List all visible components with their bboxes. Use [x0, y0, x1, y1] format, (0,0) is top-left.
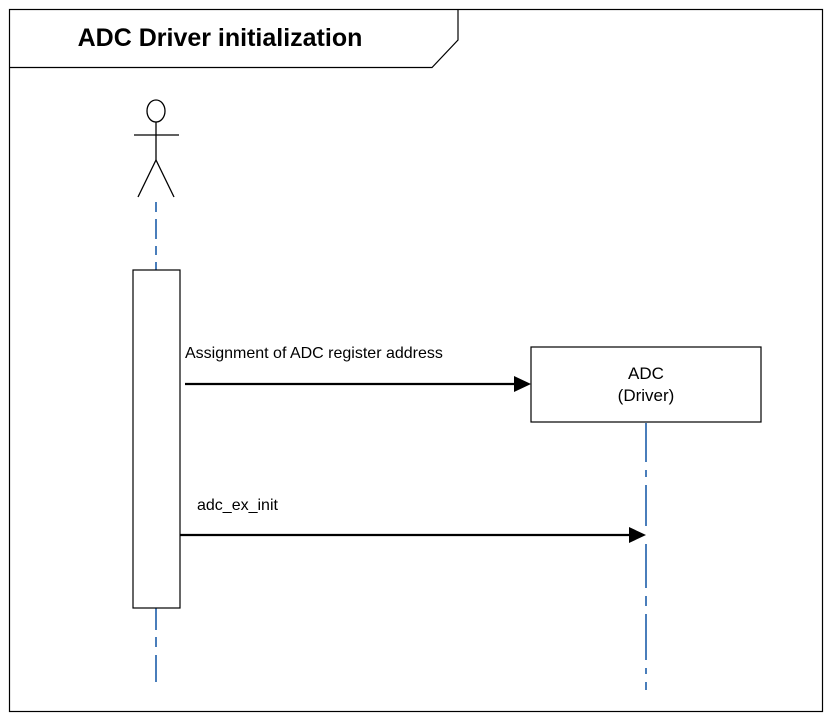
adc-driver-label: ADC (Driver): [531, 347, 761, 422]
frame-title-tab: [9, 9, 459, 69]
activation-bar: [132, 269, 181, 609]
message-arrow-2: [180, 527, 646, 543]
adc-lifeline-name: ADC: [628, 363, 664, 383]
adc-driver-box: [530, 346, 762, 423]
message-label-1: Assignment of ADC register address: [185, 345, 443, 362]
message-arrow-1: [185, 376, 531, 392]
message-label-2: adc_ex_init: [197, 497, 278, 514]
diagram-title: ADC Driver initialization: [77, 23, 363, 52]
adc-lifeline-type: (Driver): [617, 385, 675, 405]
actor-icon: [134, 99, 179, 198]
